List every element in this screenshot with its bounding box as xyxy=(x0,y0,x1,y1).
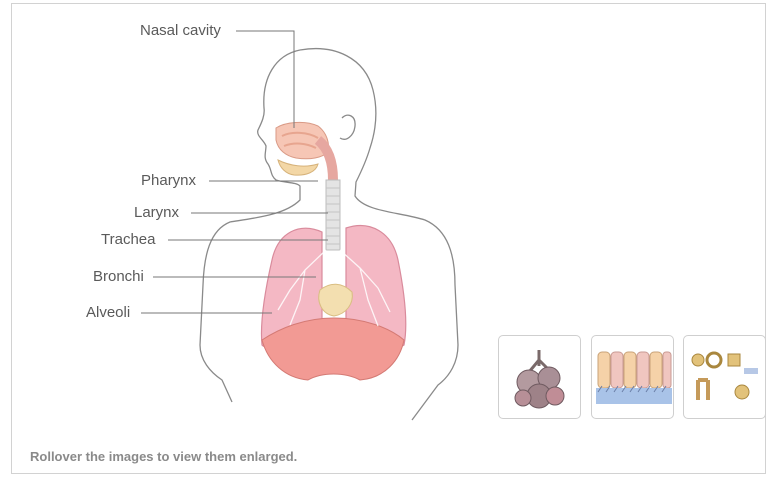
thumbnail-cartilage[interactable] xyxy=(683,335,766,419)
trachea-label: Trachea xyxy=(101,231,155,249)
nasal-cavity-label: Nasal cavity xyxy=(140,22,221,40)
thumbnail-epithelium[interactable] xyxy=(591,335,674,419)
alveoli-cluster-icon xyxy=(499,336,581,419)
larynx-label: Larynx xyxy=(134,204,179,222)
thumbnail-alveoli[interactable] xyxy=(498,335,581,419)
rollover-caption: Rollover the images to view them enlarge… xyxy=(30,449,297,464)
airway-epithelium-icon xyxy=(592,336,674,419)
alveoli-label: Alveoli xyxy=(86,304,130,322)
bronchi-label: Bronchi xyxy=(93,268,144,286)
pharynx-label: Pharynx xyxy=(141,172,196,190)
cartilage-rings-icon xyxy=(684,336,766,419)
